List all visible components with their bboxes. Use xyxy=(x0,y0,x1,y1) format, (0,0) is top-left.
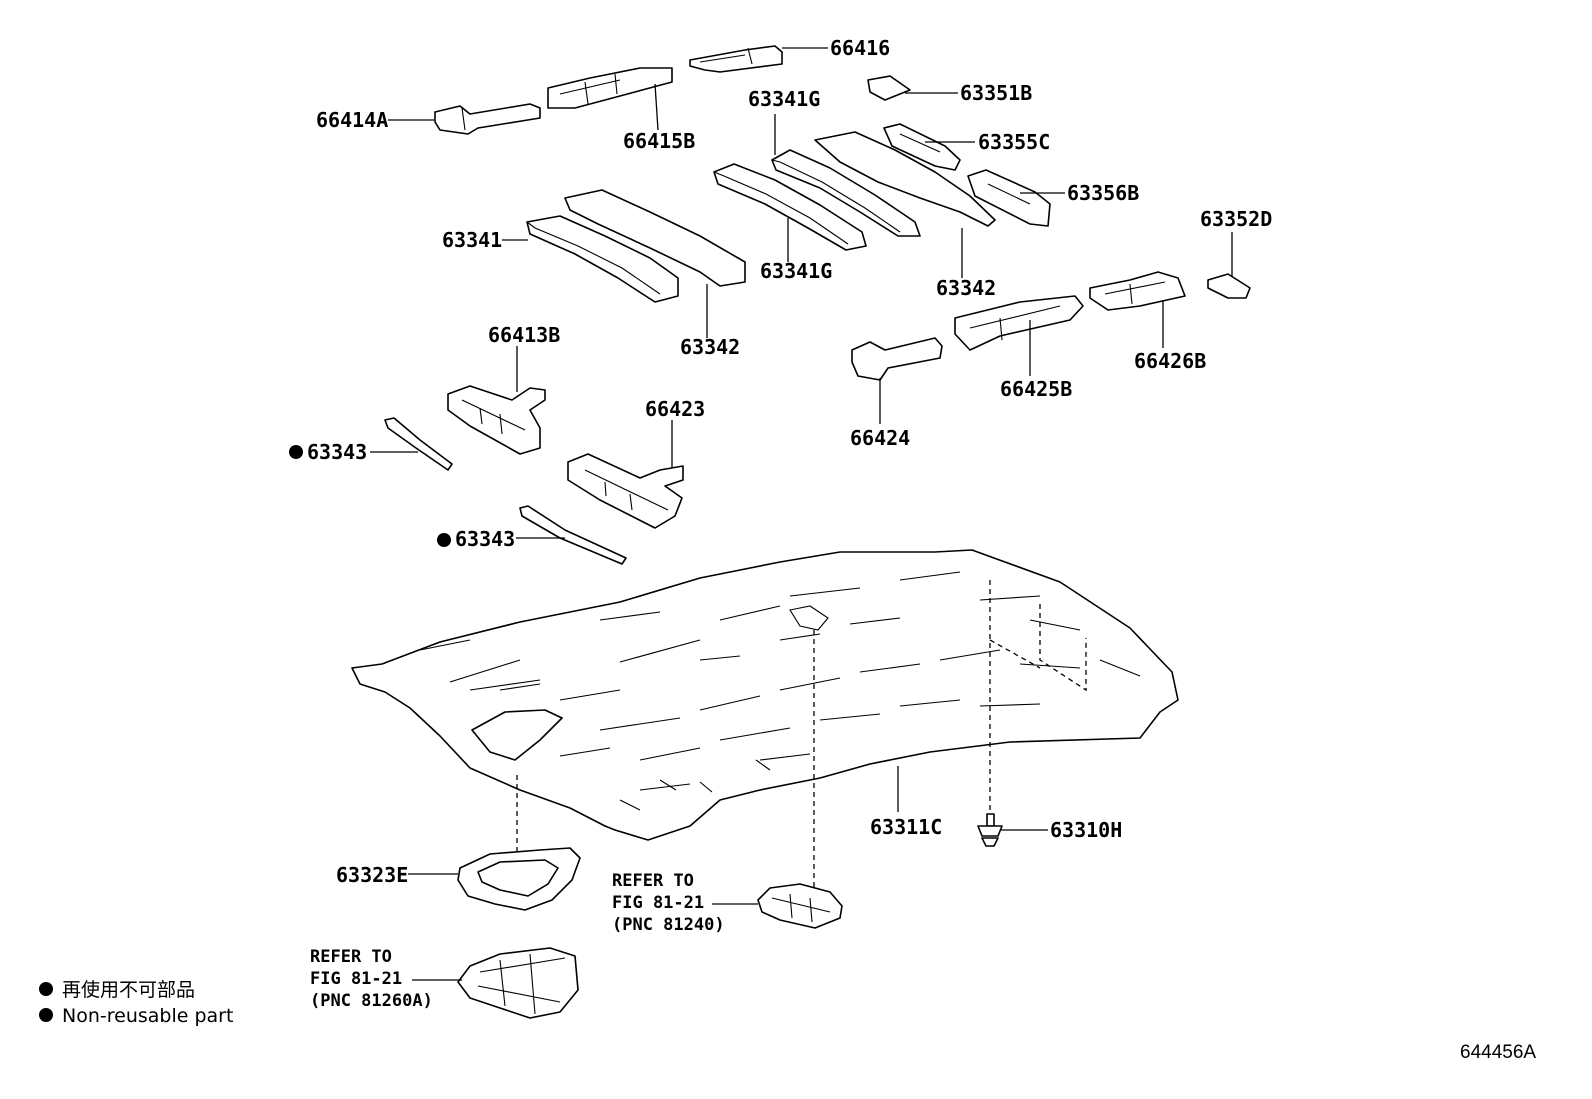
part-63356B-shape xyxy=(967,169,1051,227)
part-63341-shape xyxy=(526,215,679,303)
ref1-line3: (PNC 81240) xyxy=(612,915,725,935)
label-63342-right: 63342 xyxy=(936,276,996,300)
diagram-code: 644456A xyxy=(1460,1042,1536,1063)
part-63323E-shape xyxy=(457,847,581,911)
legend-bullet-en xyxy=(39,1008,53,1022)
part-66426B-shape xyxy=(1089,271,1186,311)
non-reusable-mark-b xyxy=(437,533,451,547)
ref2-line3: (PNC 81260A) xyxy=(310,991,433,1011)
part-63343-b-shape xyxy=(519,505,627,565)
part-66416-shape xyxy=(689,45,783,73)
label-66424: 66424 xyxy=(850,426,910,450)
part-63311C-headlining-shape xyxy=(351,549,1179,841)
legend-english: Non-reusable part xyxy=(62,1005,233,1027)
part-66415B-shape xyxy=(547,67,673,109)
part-66413B-shape xyxy=(447,385,546,455)
part-63355C-shape xyxy=(883,123,961,171)
lamp-81240-shape xyxy=(757,883,843,929)
label-66423: 66423 xyxy=(645,397,705,421)
part-66425B-shape xyxy=(954,295,1084,351)
part-63342-left-shape xyxy=(564,189,746,287)
part-63351B-shape xyxy=(867,75,911,101)
label-66416: 66416 xyxy=(830,36,890,60)
part-63341G-top-shape xyxy=(771,149,921,237)
legend-japanese: 再使用不可部品 xyxy=(62,979,195,1001)
label-66414A: 66414A xyxy=(316,108,388,132)
label-63352D: 63352D xyxy=(1200,207,1272,231)
label-66425B: 66425B xyxy=(1000,377,1072,401)
part-63310H-clip-shape xyxy=(977,813,1003,847)
non-reusable-mark-a xyxy=(289,445,303,459)
ref1-line2: FIG 81-21 xyxy=(612,893,704,913)
label-66415B: 66415B xyxy=(623,129,695,153)
label-63342-left: 63342 xyxy=(680,335,740,359)
label-63341: 63341 xyxy=(442,228,502,252)
label-63341G-bottom: 63341G xyxy=(760,259,832,283)
ref2-line1: REFER TO xyxy=(310,947,392,967)
label-63356B: 63356B xyxy=(1067,181,1139,205)
part-63342-right-shape xyxy=(814,131,996,227)
label-63343-b: 63343 xyxy=(455,527,515,551)
ref2-line2: FIG 81-21 xyxy=(310,969,402,989)
label-63311C: 63311C xyxy=(870,815,942,839)
leader-66415B xyxy=(654,83,659,131)
label-63323E: 63323E xyxy=(336,863,408,887)
label-63341G-top: 63341G xyxy=(748,87,820,111)
label-63343-a: 63343 xyxy=(307,440,367,464)
lamp-81260A-shape xyxy=(457,947,579,1019)
part-63352D-shape xyxy=(1207,273,1251,299)
ref1-line1: REFER TO xyxy=(612,871,694,891)
part-63341G-bottom-shape xyxy=(713,163,867,251)
label-66413B: 66413B xyxy=(488,323,560,347)
part-66423-shape xyxy=(567,453,684,529)
part-63343-a-shape xyxy=(384,417,453,471)
legend-bullet-jp xyxy=(39,982,53,996)
part-66424-shape xyxy=(851,337,943,381)
label-63351B: 63351B xyxy=(960,81,1032,105)
label-63310H: 63310H xyxy=(1050,818,1122,842)
part-66414A-shape xyxy=(434,103,541,135)
label-66426B: 66426B xyxy=(1134,349,1206,373)
label-63355C: 63355C xyxy=(978,130,1050,154)
